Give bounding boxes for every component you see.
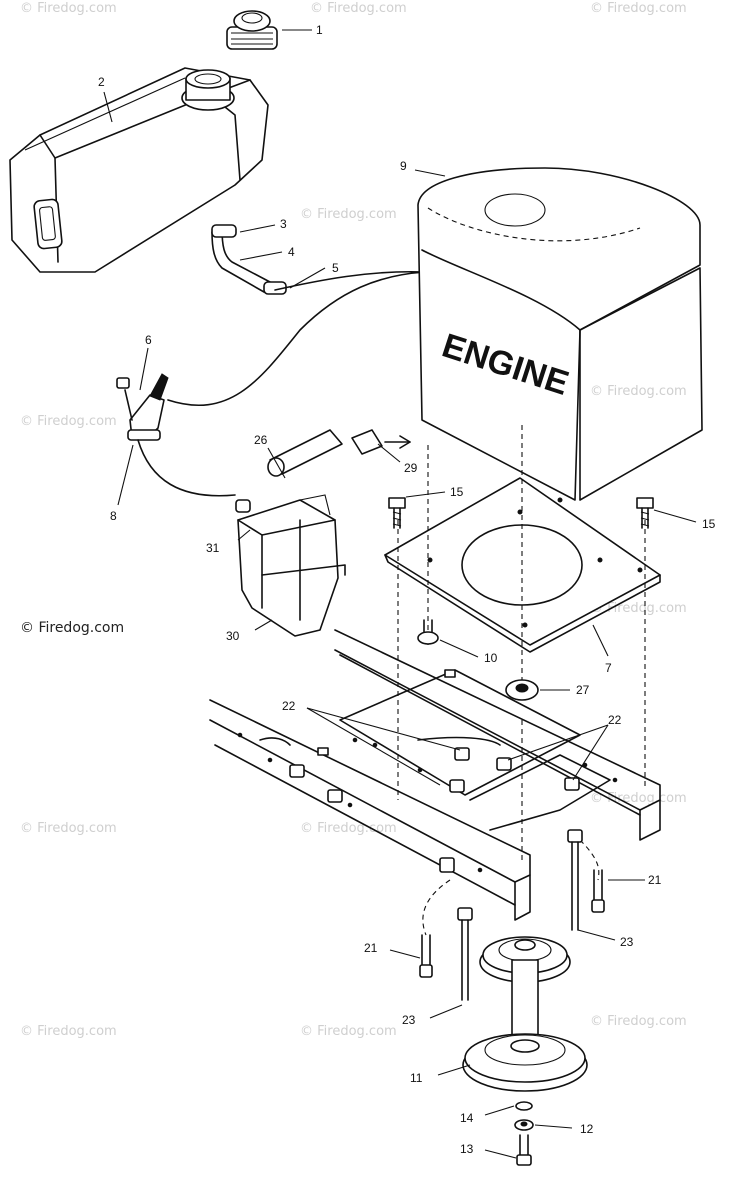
callout-21-left: 21 — [364, 941, 378, 955]
callout-23-right: 23 — [620, 935, 634, 949]
watermark: © Firedog.com — [20, 1024, 117, 1039]
washer-14 — [515, 1101, 533, 1111]
watermark: © Firedog.com — [300, 1024, 397, 1039]
callout-13: 13 — [460, 1142, 474, 1156]
callout-23-left: 23 — [402, 1013, 416, 1027]
watermark: © Firedog.com — [310, 1, 407, 16]
fuel-filter-hose — [267, 429, 411, 477]
watermark: © Firedog.com — [590, 384, 687, 399]
callout-15-left: 15 — [450, 485, 464, 499]
engine-block: ENGINE — [417, 167, 703, 501]
watermark: © Firedog.com — [20, 821, 117, 836]
callout-26: 26 — [254, 433, 268, 447]
callout-12: 12 — [580, 1122, 594, 1136]
bolt-right — [636, 497, 654, 529]
callout-30: 30 — [226, 629, 240, 643]
long-bolt-right — [567, 829, 583, 931]
leader-lines — [103, 29, 697, 1159]
callout-3: 3 — [280, 217, 287, 231]
callouts: 1 2 3 4 5 6 8 9 26 29 15 15 31 30 10 7 2… — [98, 23, 716, 1156]
callout-2: 2 — [98, 75, 105, 89]
callout-31: 31 — [206, 541, 220, 555]
callout-22-left: 22 — [282, 699, 296, 713]
nut-10 — [417, 619, 439, 645]
callout-1: 1 — [316, 23, 323, 37]
callout-15-right: 15 — [702, 517, 716, 531]
throttle-control — [116, 271, 426, 497]
watermark: © Firedog.com — [20, 1, 117, 16]
stud-left — [419, 879, 451, 978]
callout-5: 5 — [332, 261, 339, 275]
callout-9: 9 — [400, 159, 407, 173]
watermark: © Firedog.com — [590, 791, 687, 806]
stud-right — [579, 839, 605, 913]
callout-29: 29 — [404, 461, 418, 475]
washer-12 — [514, 1119, 534, 1131]
watermarks: © Firedog.com © Firedog.com © Firedog.co… — [20, 1, 687, 1039]
fuel-tank — [9, 67, 269, 273]
watermark-main: © Firedog.com — [20, 620, 124, 636]
watermark: © Firedog.com — [590, 1014, 687, 1029]
long-bolt-left — [457, 907, 473, 1001]
watermark: © Firedog.com — [590, 1, 687, 16]
control-bracket — [235, 494, 346, 637]
callout-11: 11 — [410, 1071, 423, 1085]
callout-8: 8 — [110, 509, 117, 523]
callout-22-right: 22 — [608, 713, 622, 727]
callout-6: 6 — [145, 333, 152, 347]
frame — [209, 629, 661, 921]
fuel-hose-assembly — [211, 224, 287, 295]
callout-27: 27 — [576, 683, 590, 697]
callout-10: 10 — [484, 651, 498, 665]
fuel-cap — [226, 10, 278, 50]
frame-nuts — [289, 747, 580, 873]
callout-14: 14 — [460, 1111, 474, 1125]
bolt-left — [388, 497, 406, 529]
callout-21-right: 21 — [648, 873, 662, 887]
callout-4: 4 — [288, 245, 295, 259]
pulley-assembly — [462, 936, 588, 1092]
bolt-13 — [516, 1134, 532, 1166]
spacer-27 — [505, 679, 539, 701]
watermark: © Firedog.com — [20, 414, 117, 429]
callout-7: 7 — [605, 661, 612, 675]
watermark: © Firedog.com — [300, 821, 397, 836]
fuel-line — [274, 270, 426, 291]
watermark: © Firedog.com — [590, 601, 687, 616]
watermark: © Firedog.com — [300, 207, 397, 222]
